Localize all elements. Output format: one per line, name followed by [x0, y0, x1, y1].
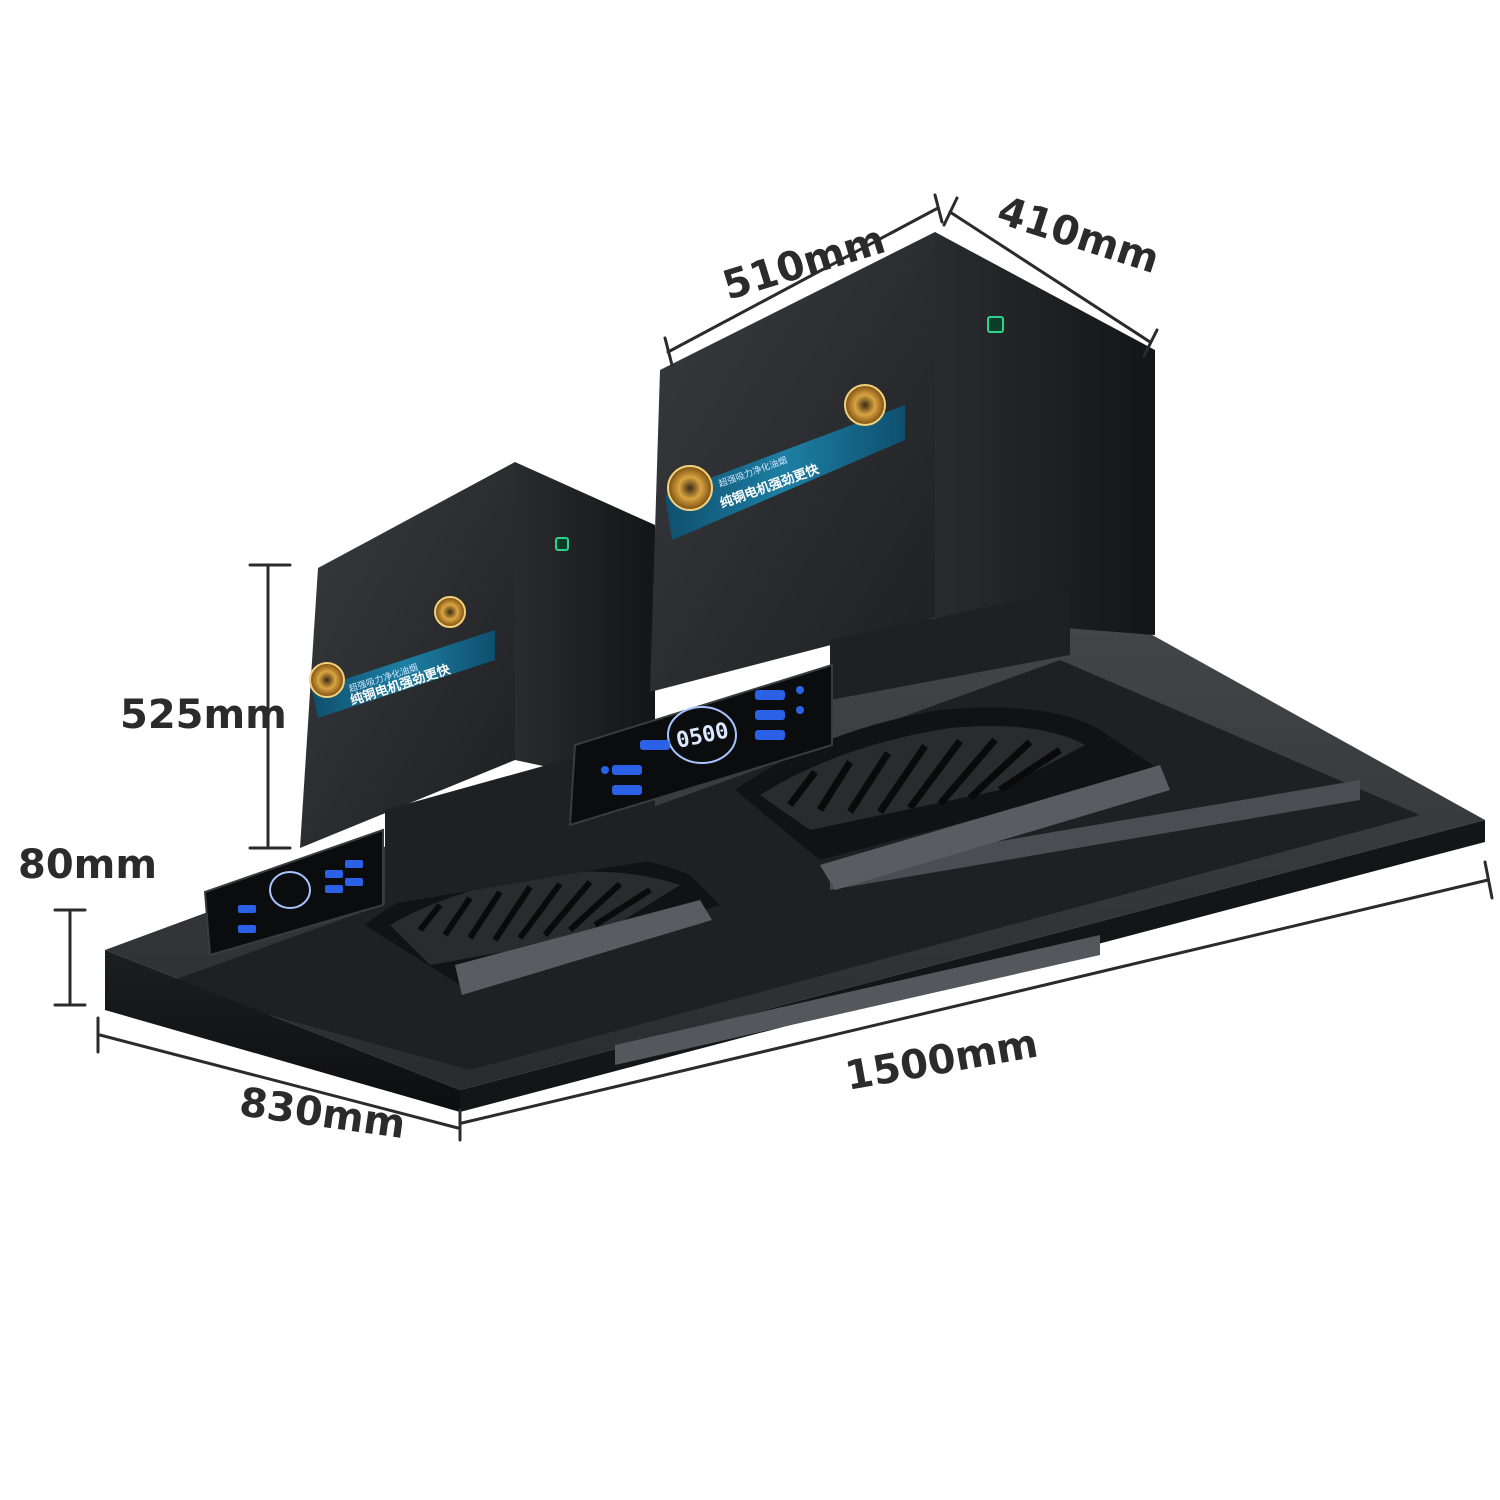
dim-hood-length-label: 1500mm	[842, 1021, 1042, 1100]
status-light-right	[987, 316, 1004, 333]
status-light-left	[555, 537, 569, 551]
motor-box-left-side	[515, 462, 655, 790]
hood-light-bar-front	[615, 935, 1100, 1065]
hood-front-edge	[105, 950, 460, 1112]
touch-buttons-right	[601, 686, 804, 795]
motor-box-right: 超强吸力净化油烟 纯铜电机强劲更快	[650, 232, 1155, 700]
motor-box-right-side	[935, 232, 1155, 635]
fan-intake-right	[735, 707, 1170, 890]
control-panel-left	[203, 828, 384, 957]
display-ring-left	[269, 871, 311, 909]
motor-box-left-front	[300, 462, 515, 848]
dim-hood-thickness: 80mm	[18, 842, 157, 1007]
dim-motor-height-label: 525mm	[120, 692, 287, 738]
touch-buttons-left	[238, 860, 363, 933]
dim-motor-height: 525mm	[120, 563, 292, 850]
control-panel-right: 0500	[568, 663, 833, 827]
motor-box-right-stem	[830, 590, 1070, 700]
dim-motor-depth-label: 410mm	[992, 188, 1165, 283]
display-ring-right	[667, 706, 737, 764]
hood-light-bar-rear	[830, 780, 1360, 890]
dim-hood-thickness-label: 80mm	[18, 842, 157, 888]
motor-box-left: 超强吸力净化油烟 纯铜电机强劲更快	[300, 462, 655, 905]
